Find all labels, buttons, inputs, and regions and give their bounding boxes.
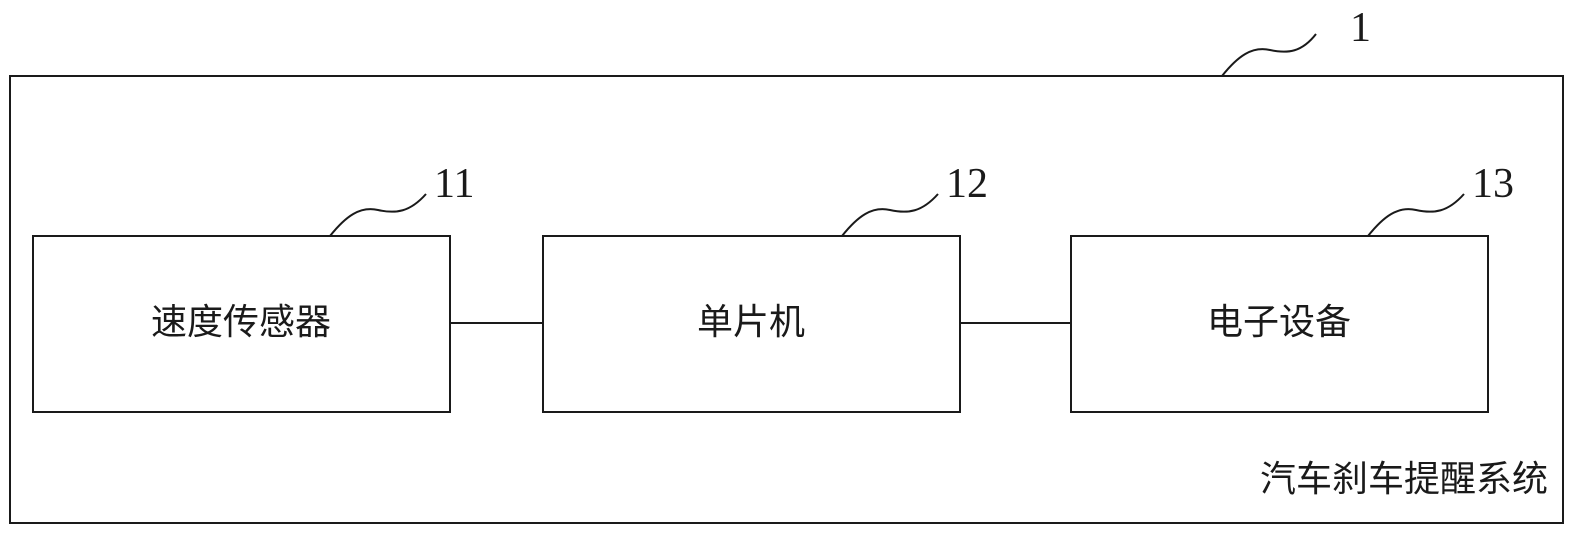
speed-sensor-ref-number: 11: [434, 163, 474, 205]
speed-sensor-label: 速度传感器: [151, 305, 331, 341]
system-label: 汽车刹车提醒系统: [1260, 462, 1548, 498]
mcu-label: 单片机: [697, 305, 805, 341]
leader-line-12: [842, 194, 938, 236]
leader-line-11: [330, 194, 426, 236]
system-frame: [10, 76, 1563, 523]
system-ref-number: 1: [1350, 7, 1371, 49]
mcu-ref-number: 12: [946, 163, 988, 205]
leader-line-1: [1222, 34, 1316, 76]
leader-line-13: [1368, 194, 1464, 236]
electronic-device-label: 电子设备: [1207, 305, 1351, 341]
electronic-device-ref-number: 13: [1472, 163, 1514, 205]
